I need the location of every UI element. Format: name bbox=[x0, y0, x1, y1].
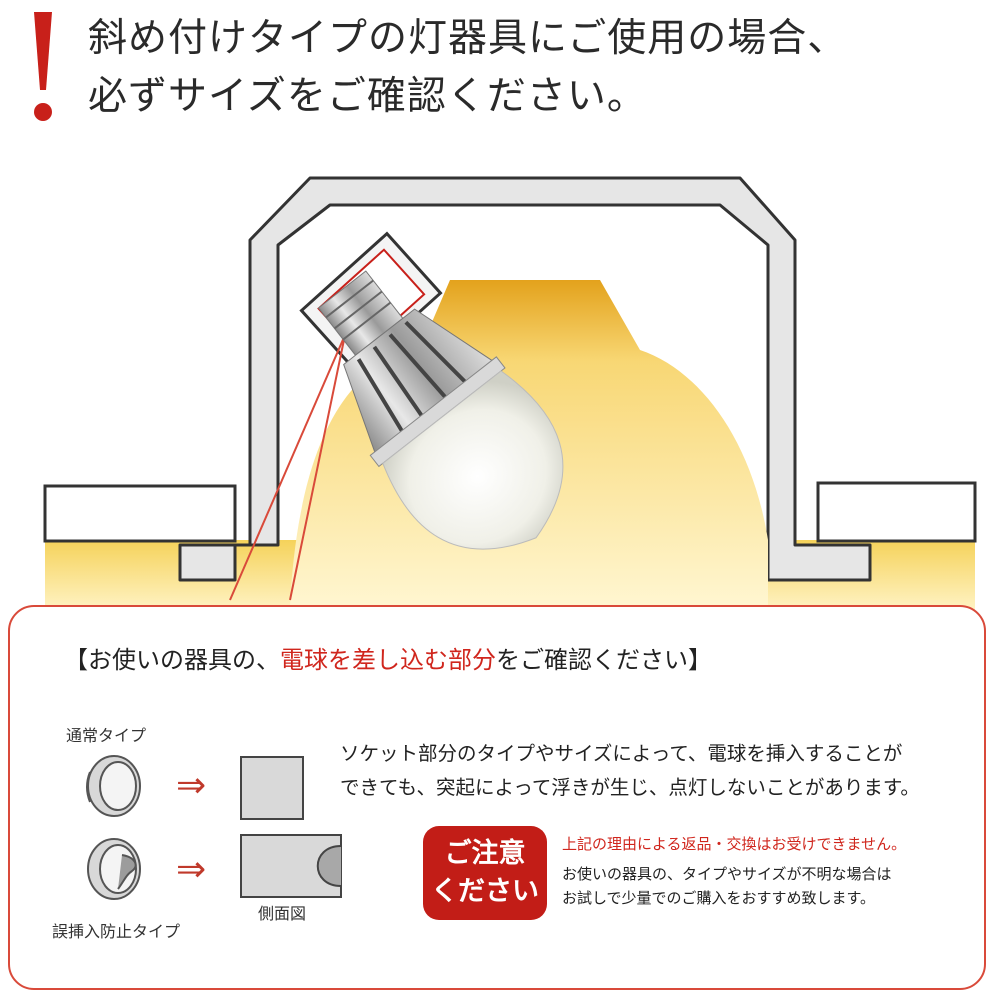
description: ソケット部分のタイプやサイズによって、電球を挿入することが できても、突起によっ… bbox=[340, 737, 980, 805]
header-line-2: 必ずサイズをご確認ください。 bbox=[88, 74, 647, 119]
normal-side-view bbox=[240, 756, 304, 820]
panel-title-highlight: 電球を差し込む部分 bbox=[280, 646, 496, 674]
panel-title-pre: 【お使いの器具の、 bbox=[64, 646, 280, 674]
description-line-1: ソケット部分のタイプやサイズによって、電球を挿入することが bbox=[340, 742, 903, 765]
info-panel bbox=[8, 605, 986, 990]
panel-title-post: をご確認ください】 bbox=[496, 646, 712, 674]
exclamation-icon bbox=[34, 12, 52, 121]
caution-line-1: ご注意 bbox=[444, 838, 526, 869]
side-view-label: 側面図 bbox=[258, 904, 307, 923]
caution-line-2: ください bbox=[431, 876, 539, 907]
arrow-icon-2: ⇒ bbox=[176, 849, 207, 890]
anti-insert-type-label: 誤挿入防止タイプ bbox=[52, 922, 181, 941]
normal-socket-icon bbox=[86, 755, 141, 817]
caution-badge: ご注意 ください bbox=[423, 826, 547, 920]
header-title: 斜め付けタイプの灯器具にご使用の場合、 必ずサイズをご確認ください。 bbox=[88, 10, 988, 126]
anti-insert-side-view bbox=[240, 834, 342, 898]
header-line-1: 斜め付けタイプの灯器具にご使用の場合、 bbox=[88, 16, 848, 61]
notice-no-return: 上記の理由による返品・交換はお受けできません。 bbox=[562, 835, 907, 853]
arrow-icon-1: ⇒ bbox=[176, 765, 207, 806]
notice-line-1: お使いの器具の、タイプやサイズが不明な場合は bbox=[562, 865, 892, 883]
description-line-2: できても、突起によって浮きが生じ、点灯しないことがあります。 bbox=[340, 776, 920, 799]
panel-title: 【お使いの器具の、電球を差し込む部分をご確認ください】 bbox=[64, 640, 712, 675]
notice-text: お使いの器具の、タイプやサイズが不明な場合は お試しで少量でのご購入をおすすめ致… bbox=[562, 862, 892, 910]
normal-type-label: 通常タイプ bbox=[66, 726, 147, 745]
anti-insert-socket-icon bbox=[87, 838, 141, 900]
notice-line-2: お試しで少量でのご購入をおすすめ致します。 bbox=[562, 889, 876, 907]
